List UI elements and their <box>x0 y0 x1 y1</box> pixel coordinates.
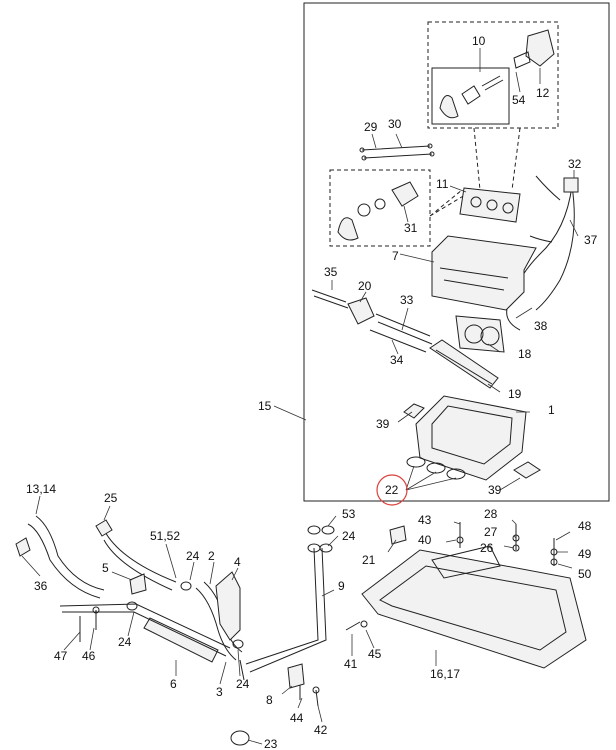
callout-23: 23 <box>264 737 278 750</box>
shield-part-4 <box>215 571 241 641</box>
callout-43: 43 <box>418 513 432 527</box>
callout-40: 40 <box>418 533 432 547</box>
callout-24-a: 24 <box>342 529 356 543</box>
callout-21: 21 <box>362 553 376 567</box>
bolts <box>79 522 558 707</box>
callout-45: 45 <box>368 647 382 661</box>
callout-54: 54 <box>512 93 526 107</box>
rod-part-33-34 <box>369 313 433 353</box>
callout-29: 29 <box>364 120 378 134</box>
leader-lines <box>21 48 579 745</box>
callout-13-14: 13,14 <box>26 482 56 496</box>
callout-30: 30 <box>388 117 402 131</box>
sleeve-part-6 <box>143 617 219 663</box>
callout-16-17: 16,17 <box>430 667 460 681</box>
bracket-part-39b <box>513 461 541 479</box>
clamp-part-23 <box>230 730 250 746</box>
callout-24-c: 24 <box>118 635 132 649</box>
callout-12: 12 <box>536 86 550 100</box>
callout-38: 38 <box>534 319 548 333</box>
callout-32: 32 <box>568 157 582 171</box>
callout-19: 19 <box>508 387 522 401</box>
callout-48: 48 <box>578 519 592 533</box>
bracket-part-8 <box>287 663 305 689</box>
callout-46: 46 <box>82 649 96 663</box>
callout-5: 5 <box>102 561 109 575</box>
callout-22: 22 <box>385 483 399 497</box>
highlight-circle <box>376 474 408 506</box>
callout-36: 36 <box>34 579 48 593</box>
rod-part-29-30 <box>359 143 435 161</box>
callout-51-52: 51,52 <box>150 529 180 543</box>
callout-35: 35 <box>324 265 338 279</box>
subassembly-31-frame <box>329 169 431 247</box>
oring-part-24 <box>126 543 333 649</box>
hose-part-51-52 <box>103 529 177 591</box>
callout-34: 34 <box>390 353 404 367</box>
knob-part-10 <box>439 75 504 119</box>
knob-part-31 <box>337 181 419 241</box>
oring-part-53 <box>307 525 335 535</box>
callout-33: 33 <box>400 293 414 307</box>
callout-8: 8 <box>266 693 273 707</box>
callout-44: 44 <box>290 711 304 725</box>
callout-39-top: 39 <box>376 417 390 431</box>
dash-connector <box>429 127 521 217</box>
valve-part-20 <box>347 297 375 325</box>
clip-part-21 <box>389 525 407 545</box>
callout-3: 3 <box>216 685 223 699</box>
callout-6: 6 <box>170 677 177 691</box>
cover-part-7 <box>431 235 537 311</box>
callout-27: 27 <box>484 525 498 539</box>
callout-11: 11 <box>436 177 449 191</box>
callout-24-b: 24 <box>186 549 200 563</box>
rod-part-35 <box>311 289 349 309</box>
callout-49: 49 <box>578 547 592 561</box>
callout-41: 41 <box>344 657 358 671</box>
bracket-part-5 <box>129 573 147 595</box>
callout-10: 10 <box>472 34 486 48</box>
callout-15: 15 <box>258 399 272 413</box>
fitting-part-36 <box>15 537 31 557</box>
seal-part-22 <box>406 456 466 480</box>
callout-26: 26 <box>480 541 494 555</box>
subassembly-10-inner-frame <box>431 67 510 125</box>
callout-28: 28 <box>484 507 498 521</box>
callout-31: 31 <box>404 221 418 235</box>
pipe-part-13-14 <box>27 515 105 599</box>
callout-1: 1 <box>548 403 555 417</box>
callout-9: 9 <box>338 579 345 593</box>
relay-part-32 <box>563 177 579 193</box>
callout-25: 25 <box>104 491 118 505</box>
switch-part-12 <box>513 29 555 69</box>
callout-2: 2 <box>208 549 215 563</box>
clamp-part-25 <box>95 519 113 537</box>
blower-part-18 <box>455 315 505 353</box>
callout-47: 47 <box>54 649 68 663</box>
callout-50: 50 <box>578 567 592 581</box>
callout-4: 4 <box>234 555 241 569</box>
callout-7: 7 <box>392 249 399 263</box>
callout-53: 53 <box>342 507 356 521</box>
pipe-part-9 <box>239 547 327 681</box>
callout-20: 20 <box>358 279 372 293</box>
callout-37: 37 <box>584 233 598 247</box>
callout-39-bottom: 39 <box>488 483 502 497</box>
subassembly-10-frame <box>427 21 559 129</box>
callout-24-d: 24 <box>236 677 250 691</box>
heater-core-part-19 <box>429 339 499 389</box>
control-panel-part-11 <box>459 187 521 223</box>
callout-42: 42 <box>314 723 328 737</box>
tray-part-16-17 <box>361 549 587 669</box>
assembly-frame <box>303 2 610 502</box>
callout-18: 18 <box>518 347 532 361</box>
